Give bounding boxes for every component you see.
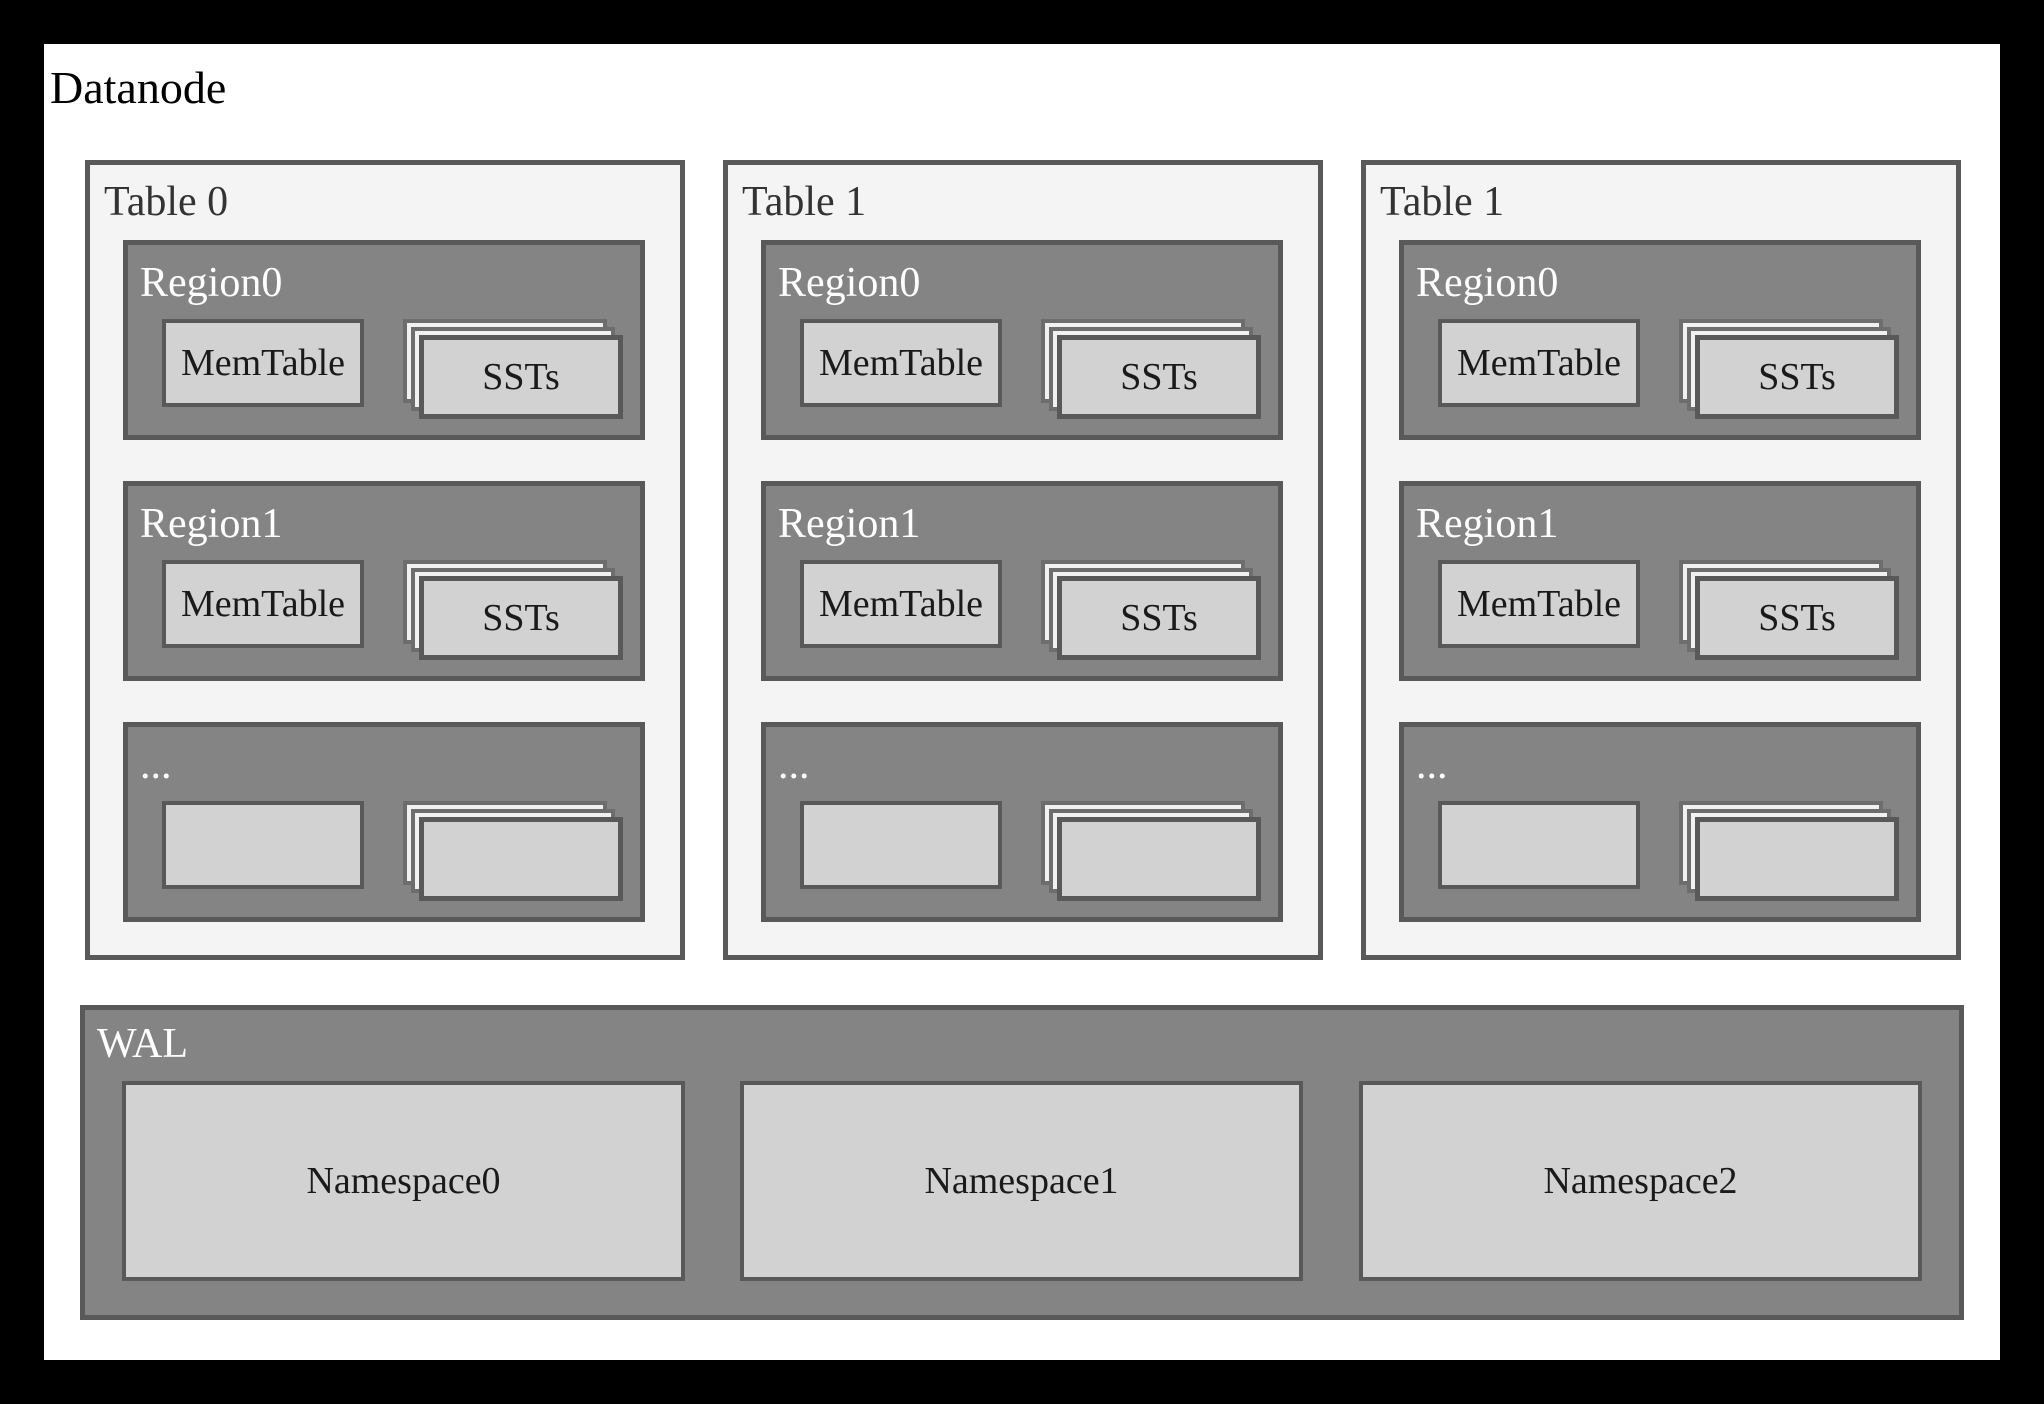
namespace-box-2: Namespace2 — [1359, 1081, 1922, 1281]
memtable-box: MemTable — [162, 560, 364, 648]
ssts-label: SSTs — [1758, 356, 1836, 398]
ssts-stack: SSTs — [1679, 319, 1901, 421]
region-box-ellipsis: ... — [761, 722, 1283, 922]
ssts-label: SSTs — [482, 356, 560, 398]
ssts-label: SSTs — [1120, 356, 1198, 398]
memtable-box-empty — [162, 801, 364, 889]
wal-box: WAL Namespace0 Namespace1 Namespace2 — [80, 1005, 1964, 1320]
memtable-label: MemTable — [180, 342, 346, 384]
ssts-stack-empty — [403, 801, 625, 903]
region-label: Region0 — [140, 260, 283, 306]
region-box: Region1 MemTable SSTs — [761, 481, 1283, 681]
ssts-stack-empty — [1041, 801, 1263, 903]
table-box-2: Table 1 Region0 MemTable SSTs Region1 Me… — [1361, 160, 1961, 960]
ssts-front-layer: SSTs — [419, 335, 623, 419]
memtable-box-empty — [1438, 801, 1640, 889]
region-label: Region1 — [1416, 501, 1559, 547]
memtable-box: MemTable — [1438, 560, 1640, 648]
ssts-stack: SSTs — [1041, 319, 1263, 421]
wal-label: WAL — [97, 1021, 188, 1067]
region-label: Region1 — [778, 501, 921, 547]
memtable-label: MemTable — [1456, 583, 1622, 625]
region-box: Region0 MemTable SSTs — [123, 240, 645, 440]
region-label: ... — [778, 742, 810, 788]
ssts-front-layer: SSTs — [1695, 335, 1899, 419]
memtable-box: MemTable — [1438, 319, 1640, 407]
table-label: Table 1 — [1380, 179, 1505, 225]
table-label: Table 0 — [104, 179, 229, 225]
memtable-box: MemTable — [162, 319, 364, 407]
memtable-label: MemTable — [818, 583, 984, 625]
namespace-label: Namespace1 — [924, 1160, 1119, 1202]
ssts-front-layer — [1695, 817, 1899, 901]
region-label: Region0 — [1416, 260, 1559, 306]
table-box-0: Table 0 Region0 MemTable SSTs Region1 Me… — [85, 160, 685, 960]
region-box: Region0 MemTable SSTs — [1399, 240, 1921, 440]
region-box-ellipsis: ... — [1399, 722, 1921, 922]
region-label: ... — [1416, 742, 1448, 788]
ssts-label: SSTs — [482, 597, 560, 639]
ssts-stack: SSTs — [403, 560, 625, 662]
ssts-stack: SSTs — [1041, 560, 1263, 662]
memtable-label: MemTable — [1456, 342, 1622, 384]
ssts-stack-empty — [1679, 801, 1901, 903]
namespace-box-0: Namespace0 — [122, 1081, 685, 1281]
region-box-ellipsis: ... — [123, 722, 645, 922]
memtable-box-empty — [800, 801, 1002, 889]
memtable-label: MemTable — [180, 583, 346, 625]
namespace-box-1: Namespace1 — [740, 1081, 1303, 1281]
ssts-front-layer: SSTs — [419, 576, 623, 660]
ssts-stack: SSTs — [1679, 560, 1901, 662]
region-label: ... — [140, 742, 172, 788]
namespace-label: Namespace0 — [306, 1160, 501, 1202]
datanode-title: Datanode — [50, 62, 227, 113]
ssts-label: SSTs — [1120, 597, 1198, 639]
ssts-stack: SSTs — [403, 319, 625, 421]
ssts-label: SSTs — [1758, 597, 1836, 639]
region-label: Region1 — [140, 501, 283, 547]
region-box: Region1 MemTable SSTs — [1399, 481, 1921, 681]
region-box: Region0 MemTable SSTs — [761, 240, 1283, 440]
table-box-1: Table 1 Region0 MemTable SSTs Region1 Me… — [723, 160, 1323, 960]
memtable-label: MemTable — [818, 342, 984, 384]
memtable-box: MemTable — [800, 319, 1002, 407]
ssts-front-layer: SSTs — [1057, 576, 1261, 660]
table-label: Table 1 — [742, 179, 867, 225]
datanode-diagram: Datanode Table 0 Region0 MemTable SSTs R… — [44, 44, 2000, 1360]
region-label: Region0 — [778, 260, 921, 306]
ssts-front-layer: SSTs — [1057, 335, 1261, 419]
ssts-front-layer — [1057, 817, 1261, 901]
memtable-box: MemTable — [800, 560, 1002, 648]
region-box: Region1 MemTable SSTs — [123, 481, 645, 681]
namespace-label: Namespace2 — [1543, 1160, 1738, 1202]
ssts-front-layer — [419, 817, 623, 901]
ssts-front-layer: SSTs — [1695, 576, 1899, 660]
